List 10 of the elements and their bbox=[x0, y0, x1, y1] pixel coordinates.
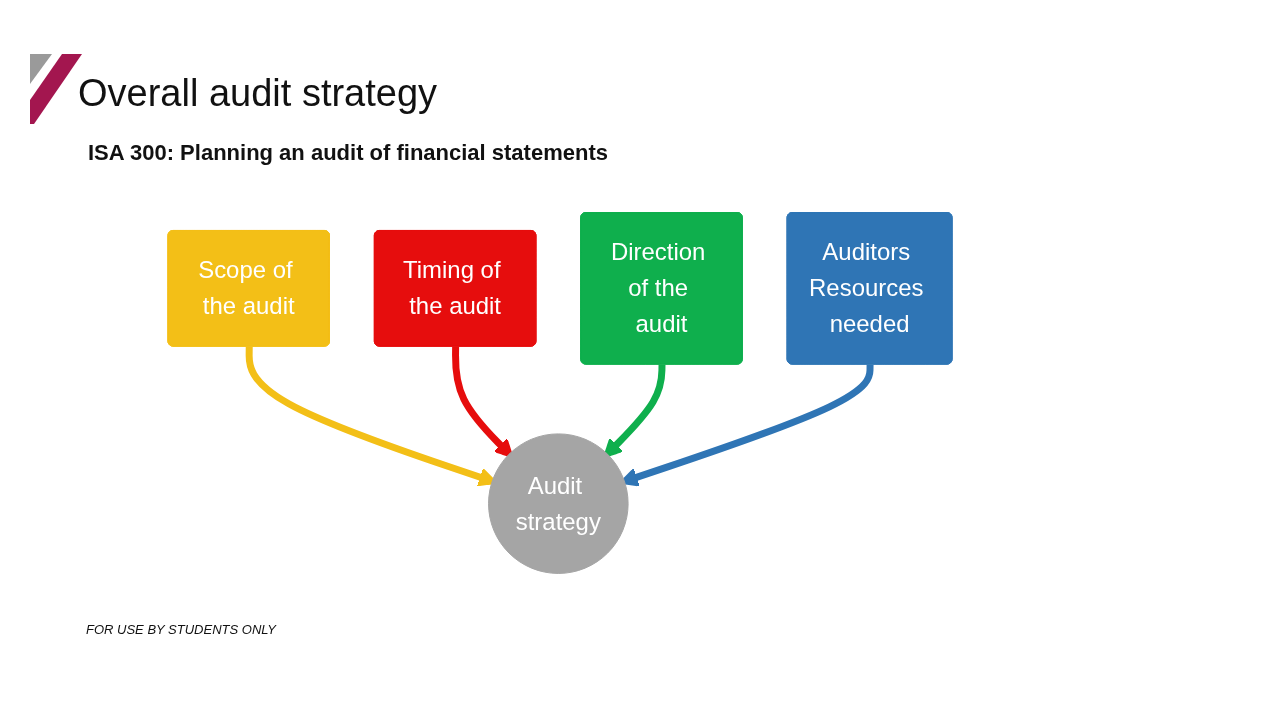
circle-node: Audit strategy bbox=[488, 433, 629, 574]
process-box: Scope of the audit bbox=[167, 230, 330, 347]
arrow bbox=[452, 346, 514, 459]
process-box: Timing of the audit bbox=[373, 230, 537, 347]
process-box: Direction of the audit bbox=[580, 212, 743, 365]
slide-title: Overall audit strategy bbox=[78, 72, 438, 115]
footer-note: FOR USE BY STUDENTS ONLY bbox=[86, 622, 276, 637]
process-box: Auditors Resources needed bbox=[786, 212, 953, 365]
slide-subtitle: ISA 300: Planning an audit of financial statements bbox=[88, 140, 608, 166]
arrow bbox=[603, 364, 666, 459]
